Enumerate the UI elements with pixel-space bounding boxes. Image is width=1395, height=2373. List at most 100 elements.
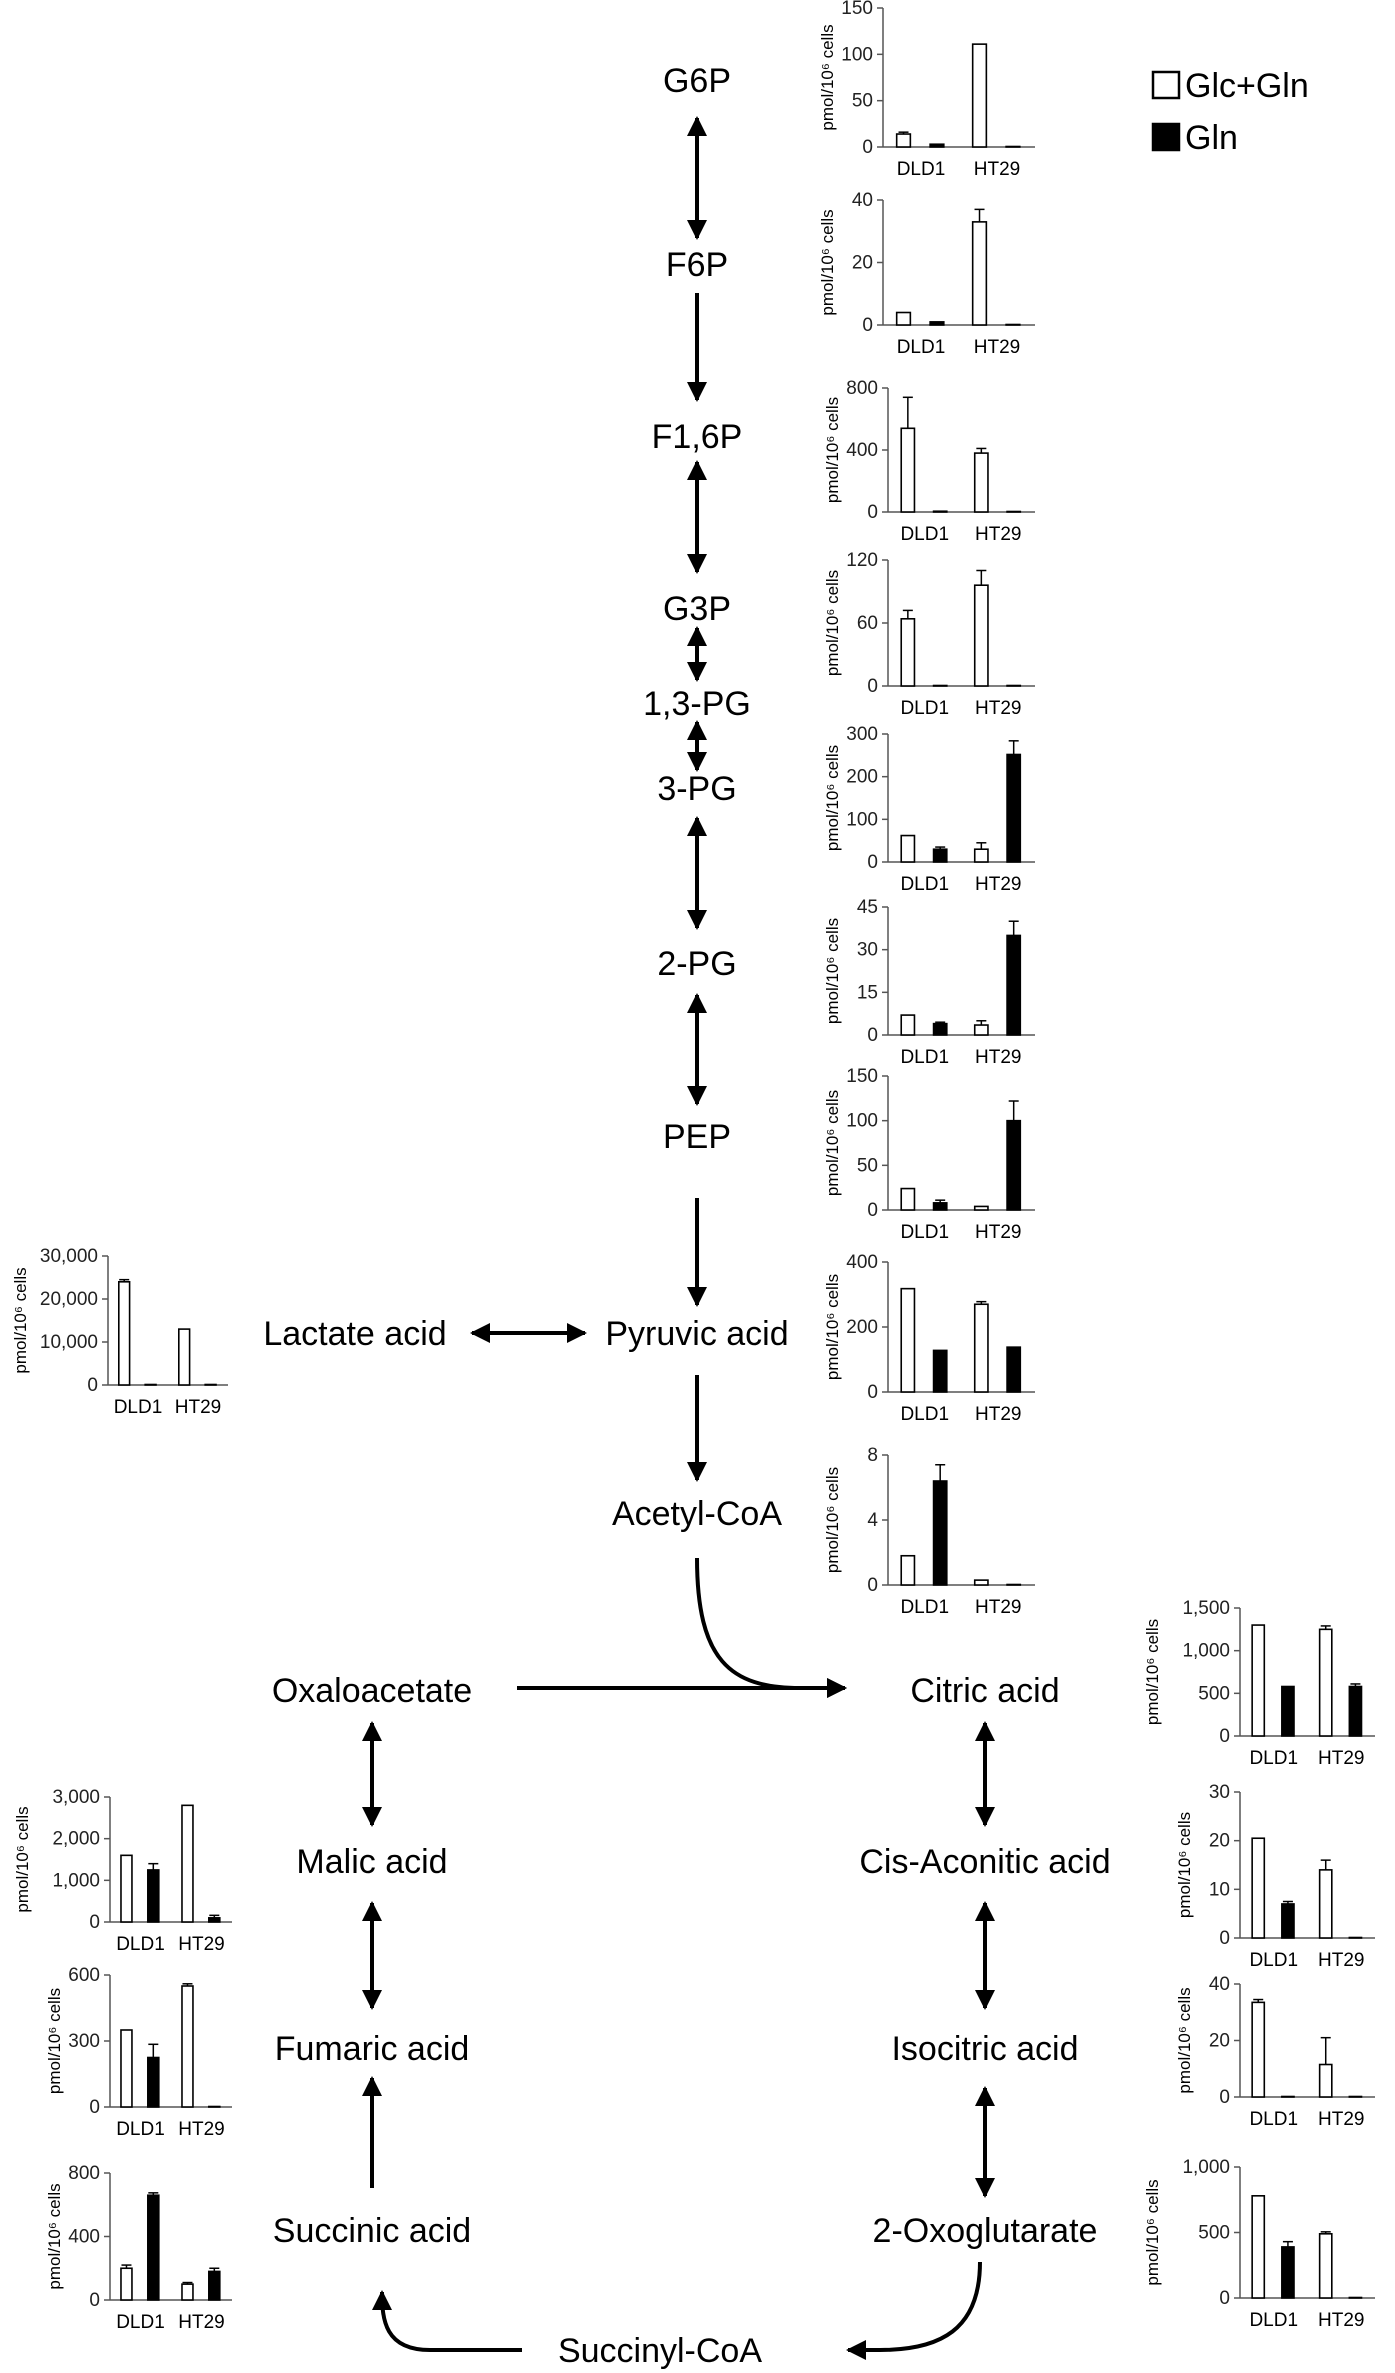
metabolite-succinic-acid: Succinic acid <box>273 2212 471 2250</box>
legend-swatch-glc-gln <box>1151 70 1181 100</box>
y-tick-label: 120 <box>846 550 878 571</box>
y-tick-label: 400 <box>68 2227 100 2248</box>
bar-dld1-glc-gln <box>1251 1624 1266 1737</box>
bar-dld1-glc-gln <box>118 1281 131 1386</box>
legend: Glc+Gln Gln <box>1151 67 1309 157</box>
y-tick-label: 0 <box>89 1912 100 1933</box>
bar-dld1-gln <box>1281 1903 1295 1939</box>
metabolite-acetyl-coa: Acetyl-CoA <box>612 1495 782 1533</box>
bar-dld1-gln <box>929 321 945 326</box>
y-tick-label: 0 <box>867 1025 878 1046</box>
bar-dld1-gln <box>932 1022 948 1036</box>
y-tick-label: 10,000 <box>40 1332 98 1353</box>
y-axis-label: pmol/10⁶ cells <box>818 24 837 130</box>
bar-dld1-gln <box>932 1202 948 1211</box>
y-tick-label: 400 <box>846 440 878 461</box>
bar-dld1-glc-gln <box>900 1014 916 1036</box>
y-tick-label: 100 <box>846 809 878 830</box>
bar-ht29-glc-gln <box>973 1205 989 1211</box>
y-tick-label: 8 <box>867 1445 878 1466</box>
bar-ht29-gln <box>1348 2095 1363 2098</box>
bar-ht29-gln <box>208 2270 221 2301</box>
bar-dld1-glc-gln <box>900 834 916 863</box>
metabolite-2-oxoglutarate: 2-Oxoglutarate <box>873 2212 1098 2250</box>
metabolite-labels: G6P F6P F1,6P G3P 1,3-PG 3-PG 2-PG PEP P… <box>263 62 1110 2370</box>
pathway-arrows <box>362 116 995 2360</box>
bar-ht29-glc-gln <box>1318 1869 1333 1939</box>
y-tick-label: 100 <box>841 44 873 65</box>
y-axis-label: pmol/10⁶ cells <box>823 1274 842 1380</box>
legend-swatch-gln <box>1151 122 1181 152</box>
metabolite-13pg: 1,3-PG <box>643 685 751 723</box>
bar-ht29-glc-gln <box>973 584 989 687</box>
metabolite-pyruvic-acid: Pyruvic acid <box>605 1315 788 1353</box>
x-tick-label-ht29: HT29 <box>975 1222 1021 1243</box>
bar-dld1-gln <box>932 684 948 687</box>
y-tick-label: 3,000 <box>52 1787 100 1808</box>
bar-ht29-gln <box>204 1383 217 1386</box>
bar-dld1-glc-gln <box>895 311 912 326</box>
x-tick-label-dld1: DLD1 <box>116 2119 165 2140</box>
y-tick-label: 0 <box>862 137 873 158</box>
x-tick-label-ht29: HT29 <box>974 159 1020 180</box>
y-axis-label: pmol/10⁶ cells <box>823 570 842 676</box>
x-tick-label-ht29: HT29 <box>178 2119 224 2140</box>
y-tick-label: 0 <box>867 852 878 873</box>
bar-dld1-gln <box>932 1349 948 1393</box>
bar-ht29-glc-gln <box>973 848 989 863</box>
x-tick-label-ht29: HT29 <box>975 1047 1021 1068</box>
bar-dld1-gln <box>932 510 948 513</box>
bar-dld1-gln <box>147 2194 160 2301</box>
bar-dld1-glc-gln <box>900 427 916 513</box>
y-axis-label: pmol/10⁶ cells <box>45 1988 64 2094</box>
bar-ht29-glc-gln <box>1318 2063 1333 2098</box>
x-tick-label-dld1: DLD1 <box>900 1047 949 1068</box>
y-axis-label: pmol/10⁶ cells <box>823 397 842 503</box>
bar-dld1-glc-gln <box>900 1554 916 1586</box>
bar-dld1-glc-gln <box>1251 2195 1266 2299</box>
y-tick-label: 50 <box>857 1155 878 1176</box>
metabolite-f16p: F1,6P <box>652 418 743 456</box>
bar-dld1-gln <box>1281 2246 1295 2299</box>
x-tick-label-ht29: HT29 <box>974 337 1020 358</box>
y-tick-label: 20,000 <box>40 1289 98 1310</box>
metabolite-g6p: G6P <box>663 62 731 100</box>
y-tick-label: 0 <box>89 2097 100 2118</box>
y-tick-label: 30,000 <box>40 1246 98 1267</box>
bar-ht29-gln <box>1006 934 1022 1036</box>
bar-ht29-glc-gln <box>973 1579 989 1586</box>
y-tick-label: 1,000 <box>52 1870 100 1891</box>
metabolite-g3p: G3P <box>663 590 731 628</box>
y-tick-label: 800 <box>846 378 878 399</box>
x-tick-label-ht29: HT29 <box>1318 1950 1364 1971</box>
y-tick-label: 0 <box>867 1382 878 1403</box>
y-tick-label: 0 <box>867 676 878 697</box>
arrow-succinylcoa-succinic <box>372 2290 522 2352</box>
y-axis-label: pmol/10⁶ cells <box>13 1806 32 1912</box>
metabolite-isocitric-acid: Isocitric acid <box>891 2030 1078 2068</box>
bar-dld1-gln <box>929 143 945 148</box>
y-tick-label: 200 <box>846 767 878 788</box>
bar-ht29-glc-gln <box>178 1328 191 1386</box>
y-axis-label: pmol/10⁶ cells <box>1143 2179 1162 2285</box>
y-tick-label: 4 <box>867 1510 878 1531</box>
y-tick-label: 20 <box>1209 2031 1230 2052</box>
bar-dld1-gln <box>144 1383 157 1386</box>
y-axis-label: pmol/10⁶ cells <box>1175 1987 1194 2093</box>
bar-ht29-glc-gln <box>1318 1628 1333 1737</box>
bar-ht29-gln <box>1006 510 1022 513</box>
metabolite-lactate-acid: Lactate acid <box>263 1315 446 1353</box>
x-tick-label-dld1: DLD1 <box>1249 2310 1298 2331</box>
x-tick-label-dld1: DLD1 <box>114 1397 163 1418</box>
y-axis-label: pmol/10⁶ cells <box>823 1467 842 1573</box>
x-tick-label-dld1: DLD1 <box>900 1597 949 1618</box>
